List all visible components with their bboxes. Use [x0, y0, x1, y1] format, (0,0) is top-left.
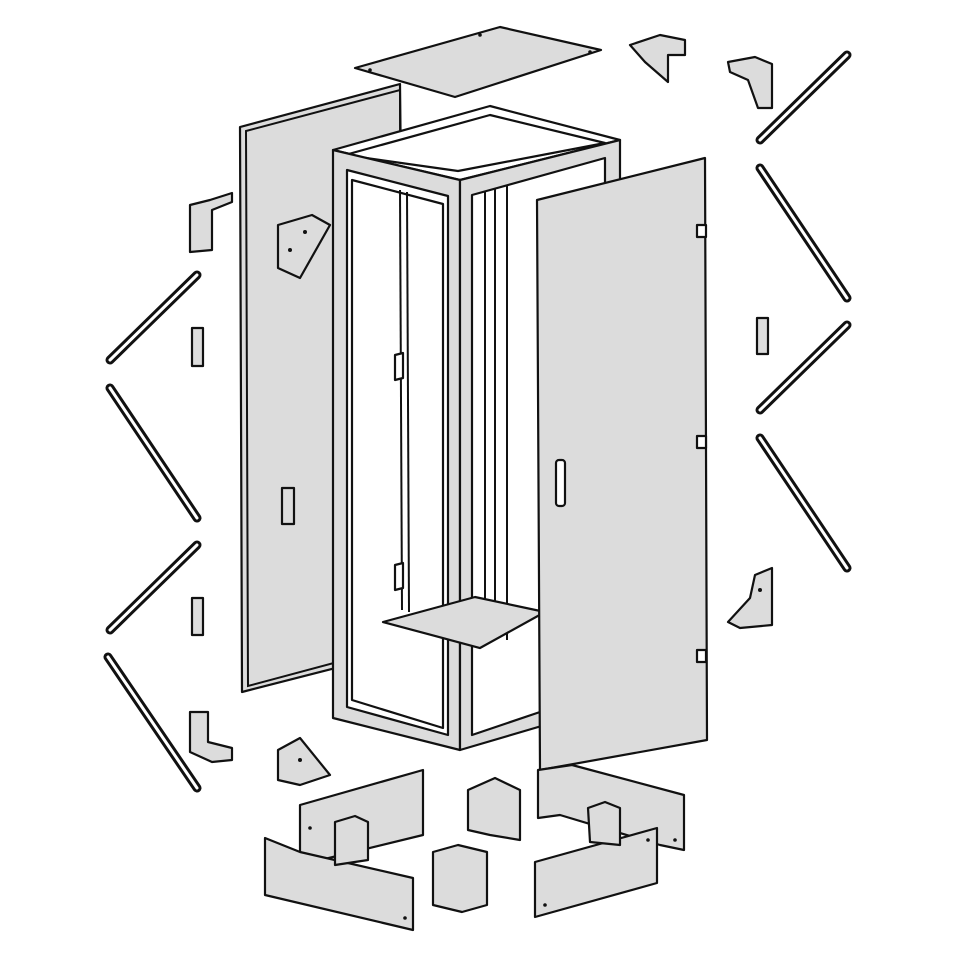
bracket — [726, 566, 774, 630]
door-handle — [393, 351, 405, 382]
rod — [755, 433, 852, 573]
rod — [103, 652, 202, 793]
rod — [105, 540, 202, 635]
door-hinge — [695, 648, 708, 664]
frame-rods — [103, 50, 852, 793]
plinth-parts — [263, 763, 686, 932]
plinth-corner — [466, 776, 522, 842]
mounting-plates — [190, 316, 770, 637]
rod — [755, 50, 852, 145]
door-hinge — [695, 434, 708, 450]
bracket — [276, 736, 332, 787]
bracket — [188, 191, 234, 254]
door-hinge — [695, 223, 708, 239]
bracket — [628, 33, 687, 84]
plinth-corner — [586, 800, 622, 847]
door-hinge — [393, 561, 405, 592]
bracket — [276, 213, 332, 280]
top-cover-panel — [353, 25, 603, 99]
plinth-corner — [333, 814, 370, 867]
plinth-corner — [431, 843, 489, 914]
corner-brackets — [188, 33, 774, 787]
bolt-holes — [288, 33, 762, 920]
bracket — [726, 55, 774, 110]
rod — [105, 383, 202, 523]
door-handle — [554, 458, 567, 508]
rod — [755, 163, 852, 303]
front-door — [535, 156, 709, 772]
plinth-back-panel — [298, 768, 425, 867]
rod — [755, 320, 852, 415]
rod — [105, 270, 202, 365]
plinth-front-panel — [263, 836, 415, 932]
bracket — [188, 710, 234, 764]
